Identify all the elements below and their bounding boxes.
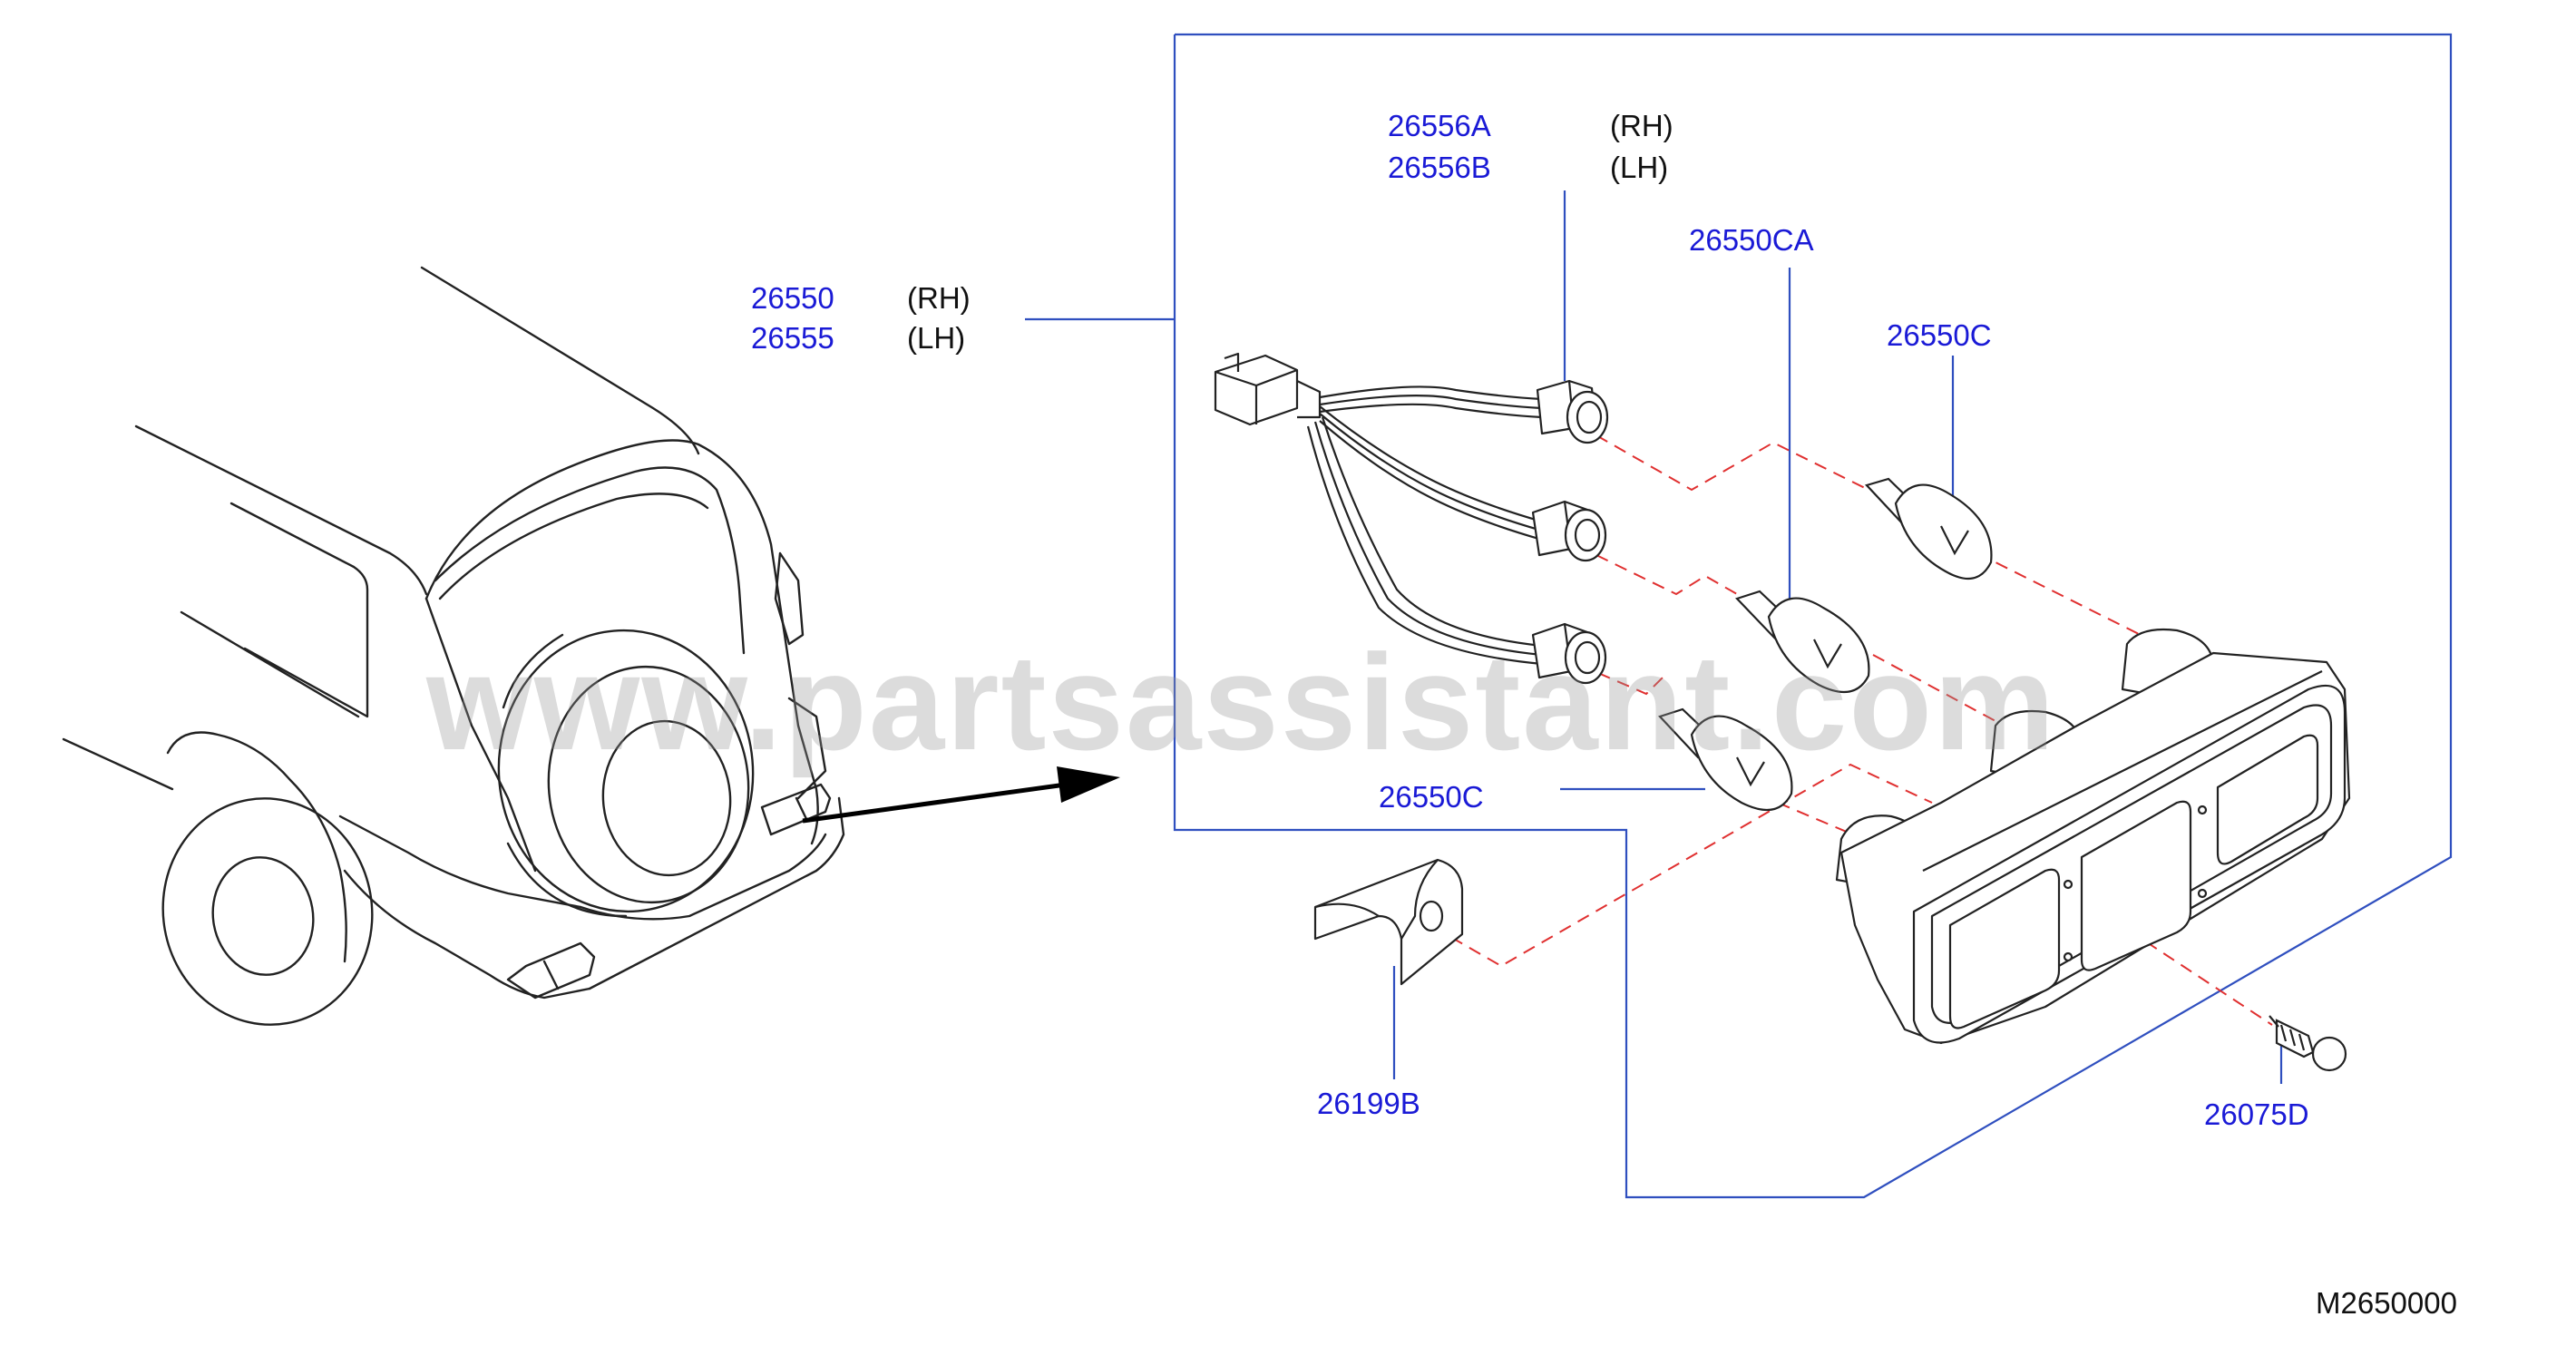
- watermark: www.partsassistant.com: [426, 626, 2057, 778]
- side-lamp-rh: (RH): [907, 281, 971, 315]
- screw-part: [2269, 1015, 2347, 1072]
- part-number-bracket[interactable]: 26199B: [1317, 1087, 1420, 1120]
- part-number-bulb-upper-center[interactable]: 26550CA: [1689, 223, 1814, 257]
- part-number-harness-lh[interactable]: 26556B: [1388, 151, 1491, 184]
- callout-frame: [1173, 33, 2453, 1199]
- side-harness-rh: (RH): [1610, 109, 1673, 142]
- bulbs: [1658, 477, 1993, 812]
- part-number-bulb-upper-right[interactable]: 26550C: [1887, 318, 1992, 352]
- bulb-lower: [1658, 707, 1793, 812]
- side-harness-lh: (LH): [1610, 151, 1669, 184]
- part-number-lamp-lh[interactable]: 26555: [751, 321, 834, 355]
- part-number-bulb-lower[interactable]: 26550C: [1379, 780, 1484, 814]
- bulb-upper-right: [1864, 477, 1993, 580]
- bulb-socket-upper: [1536, 379, 1609, 444]
- bracket-part: [1313, 858, 1464, 986]
- bulb-socket-lower: [1531, 622, 1607, 685]
- leader-lines: [1025, 190, 2283, 1084]
- combination-lamp-housing: [1835, 628, 2351, 1045]
- part-number-screw[interactable]: 26075D: [2204, 1097, 2309, 1131]
- bulb-socket-middle: [1531, 500, 1607, 562]
- pointer-arrow: [802, 766, 1120, 824]
- part-number-lamp-rh[interactable]: 26550: [751, 281, 834, 315]
- wiring-harness: [1214, 352, 1609, 685]
- side-lamp-lh: (LH): [907, 321, 966, 355]
- vehicle-rear-drawing: [62, 266, 845, 1026]
- bulb-upper-center: [1734, 590, 1870, 694]
- part-number-harness-rh[interactable]: 26556A: [1388, 109, 1491, 142]
- diagram-code: M2650000: [2316, 1286, 2457, 1320]
